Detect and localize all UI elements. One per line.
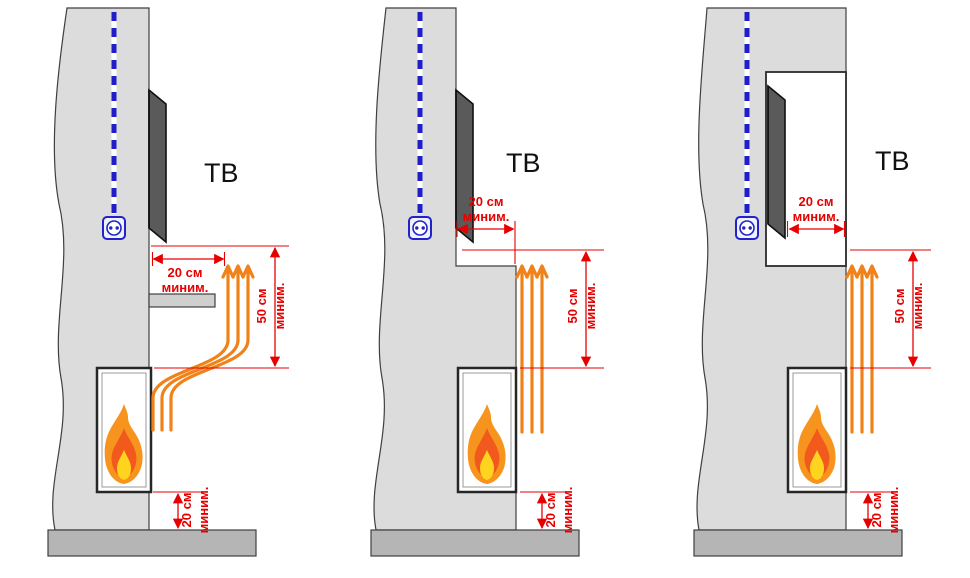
floor [369, 529, 580, 557]
dimension-qualifier: миним. [560, 487, 575, 534]
dimension-qualifier: миним. [792, 209, 839, 224]
dimension-value: 20 см [798, 194, 833, 209]
fireplace-opening [462, 372, 511, 488]
panel-stepped-wall-variant: ТВ 20 см миним. 50 см миним. [369, 7, 604, 557]
hot-air-arrowhead-icon [864, 264, 879, 279]
dimension-qualifier: миним. [583, 283, 598, 330]
tv-label: ТВ [506, 148, 541, 178]
hot-air-flow-arrows [514, 264, 549, 434]
hot-air-arrow [159, 266, 240, 432]
dimension-value: 50 см [565, 289, 580, 324]
panel-niche-variant: ТВ 20 см миним. 50 см миним. [692, 7, 931, 557]
hot-air-flow-arrows [844, 264, 879, 434]
fireplace [456, 366, 517, 494]
dimension-value: 20 см [468, 194, 503, 209]
dimension-top-clearance: 20 см миним. [455, 194, 516, 264]
fireplace-opening [792, 372, 841, 488]
hot-air-arrowhead-icon [514, 264, 529, 279]
floor [46, 529, 257, 557]
hot-air-arrowhead-icon [220, 264, 235, 279]
dimension-bottom-clearance: 20 см миним. [152, 487, 211, 534]
dimension-side-clearance: 50 см миним. [849, 249, 931, 369]
hot-air-flow-arrows [150, 264, 255, 432]
power-outlet-icon [734, 216, 759, 240]
hot-air-arrow [150, 266, 230, 432]
tv-screen [147, 89, 167, 243]
power-outlet-icon [407, 216, 432, 240]
floor [692, 529, 903, 557]
dimension-side-clearance: 50 см миним. [153, 246, 289, 369]
dimension-qualifier: миним. [272, 283, 287, 330]
dimension-side-clearance: 50 см миним. [461, 249, 604, 369]
hot-air-arrowhead-icon [230, 264, 245, 279]
dimension-value: 20 см [543, 493, 558, 528]
hot-air-arrowhead-icon [844, 264, 859, 279]
dimension-bottom-clearance: 20 см миним. [519, 487, 575, 534]
dimension-qualifier: миним. [196, 487, 211, 534]
dimension-value: 20 см [179, 493, 194, 528]
dimension-top-clearance: 20 см миним. [150, 245, 289, 295]
panel-shelf-variant: ТВ 20 см миним. 50 см миним [46, 7, 289, 557]
dimension-qualifier: миним. [462, 209, 509, 224]
fireplace [786, 366, 847, 494]
tv-screen [766, 85, 786, 239]
dimension-value: 50 см [892, 289, 907, 324]
dimension-value: 50 см [254, 289, 269, 324]
dimension-qualifier: миним. [161, 280, 208, 295]
dimension-bottom-clearance: 20 см миним. [849, 487, 901, 534]
hot-air-arrowhead-icon [524, 264, 539, 279]
hot-air-arrowhead-icon [240, 264, 255, 279]
dimension-value: 20 см [167, 265, 202, 280]
tv-label: ТВ [875, 146, 910, 176]
dimension-qualifier: миним. [910, 283, 925, 330]
power-outlet-icon [101, 216, 126, 240]
hot-air-arrowhead-icon [854, 264, 869, 279]
dimension-value: 20 см [869, 493, 884, 528]
dimension-qualifier: миним. [886, 487, 901, 534]
tv-label: ТВ [204, 158, 239, 188]
hot-air-arrowhead-icon [534, 264, 549, 279]
fireplace-opening [101, 372, 146, 488]
dimension-top-clearance: 20 см миним. [786, 194, 845, 237]
mantel-shelf [147, 293, 216, 308]
hot-air-arrow [168, 266, 250, 432]
fireplace [95, 366, 152, 494]
